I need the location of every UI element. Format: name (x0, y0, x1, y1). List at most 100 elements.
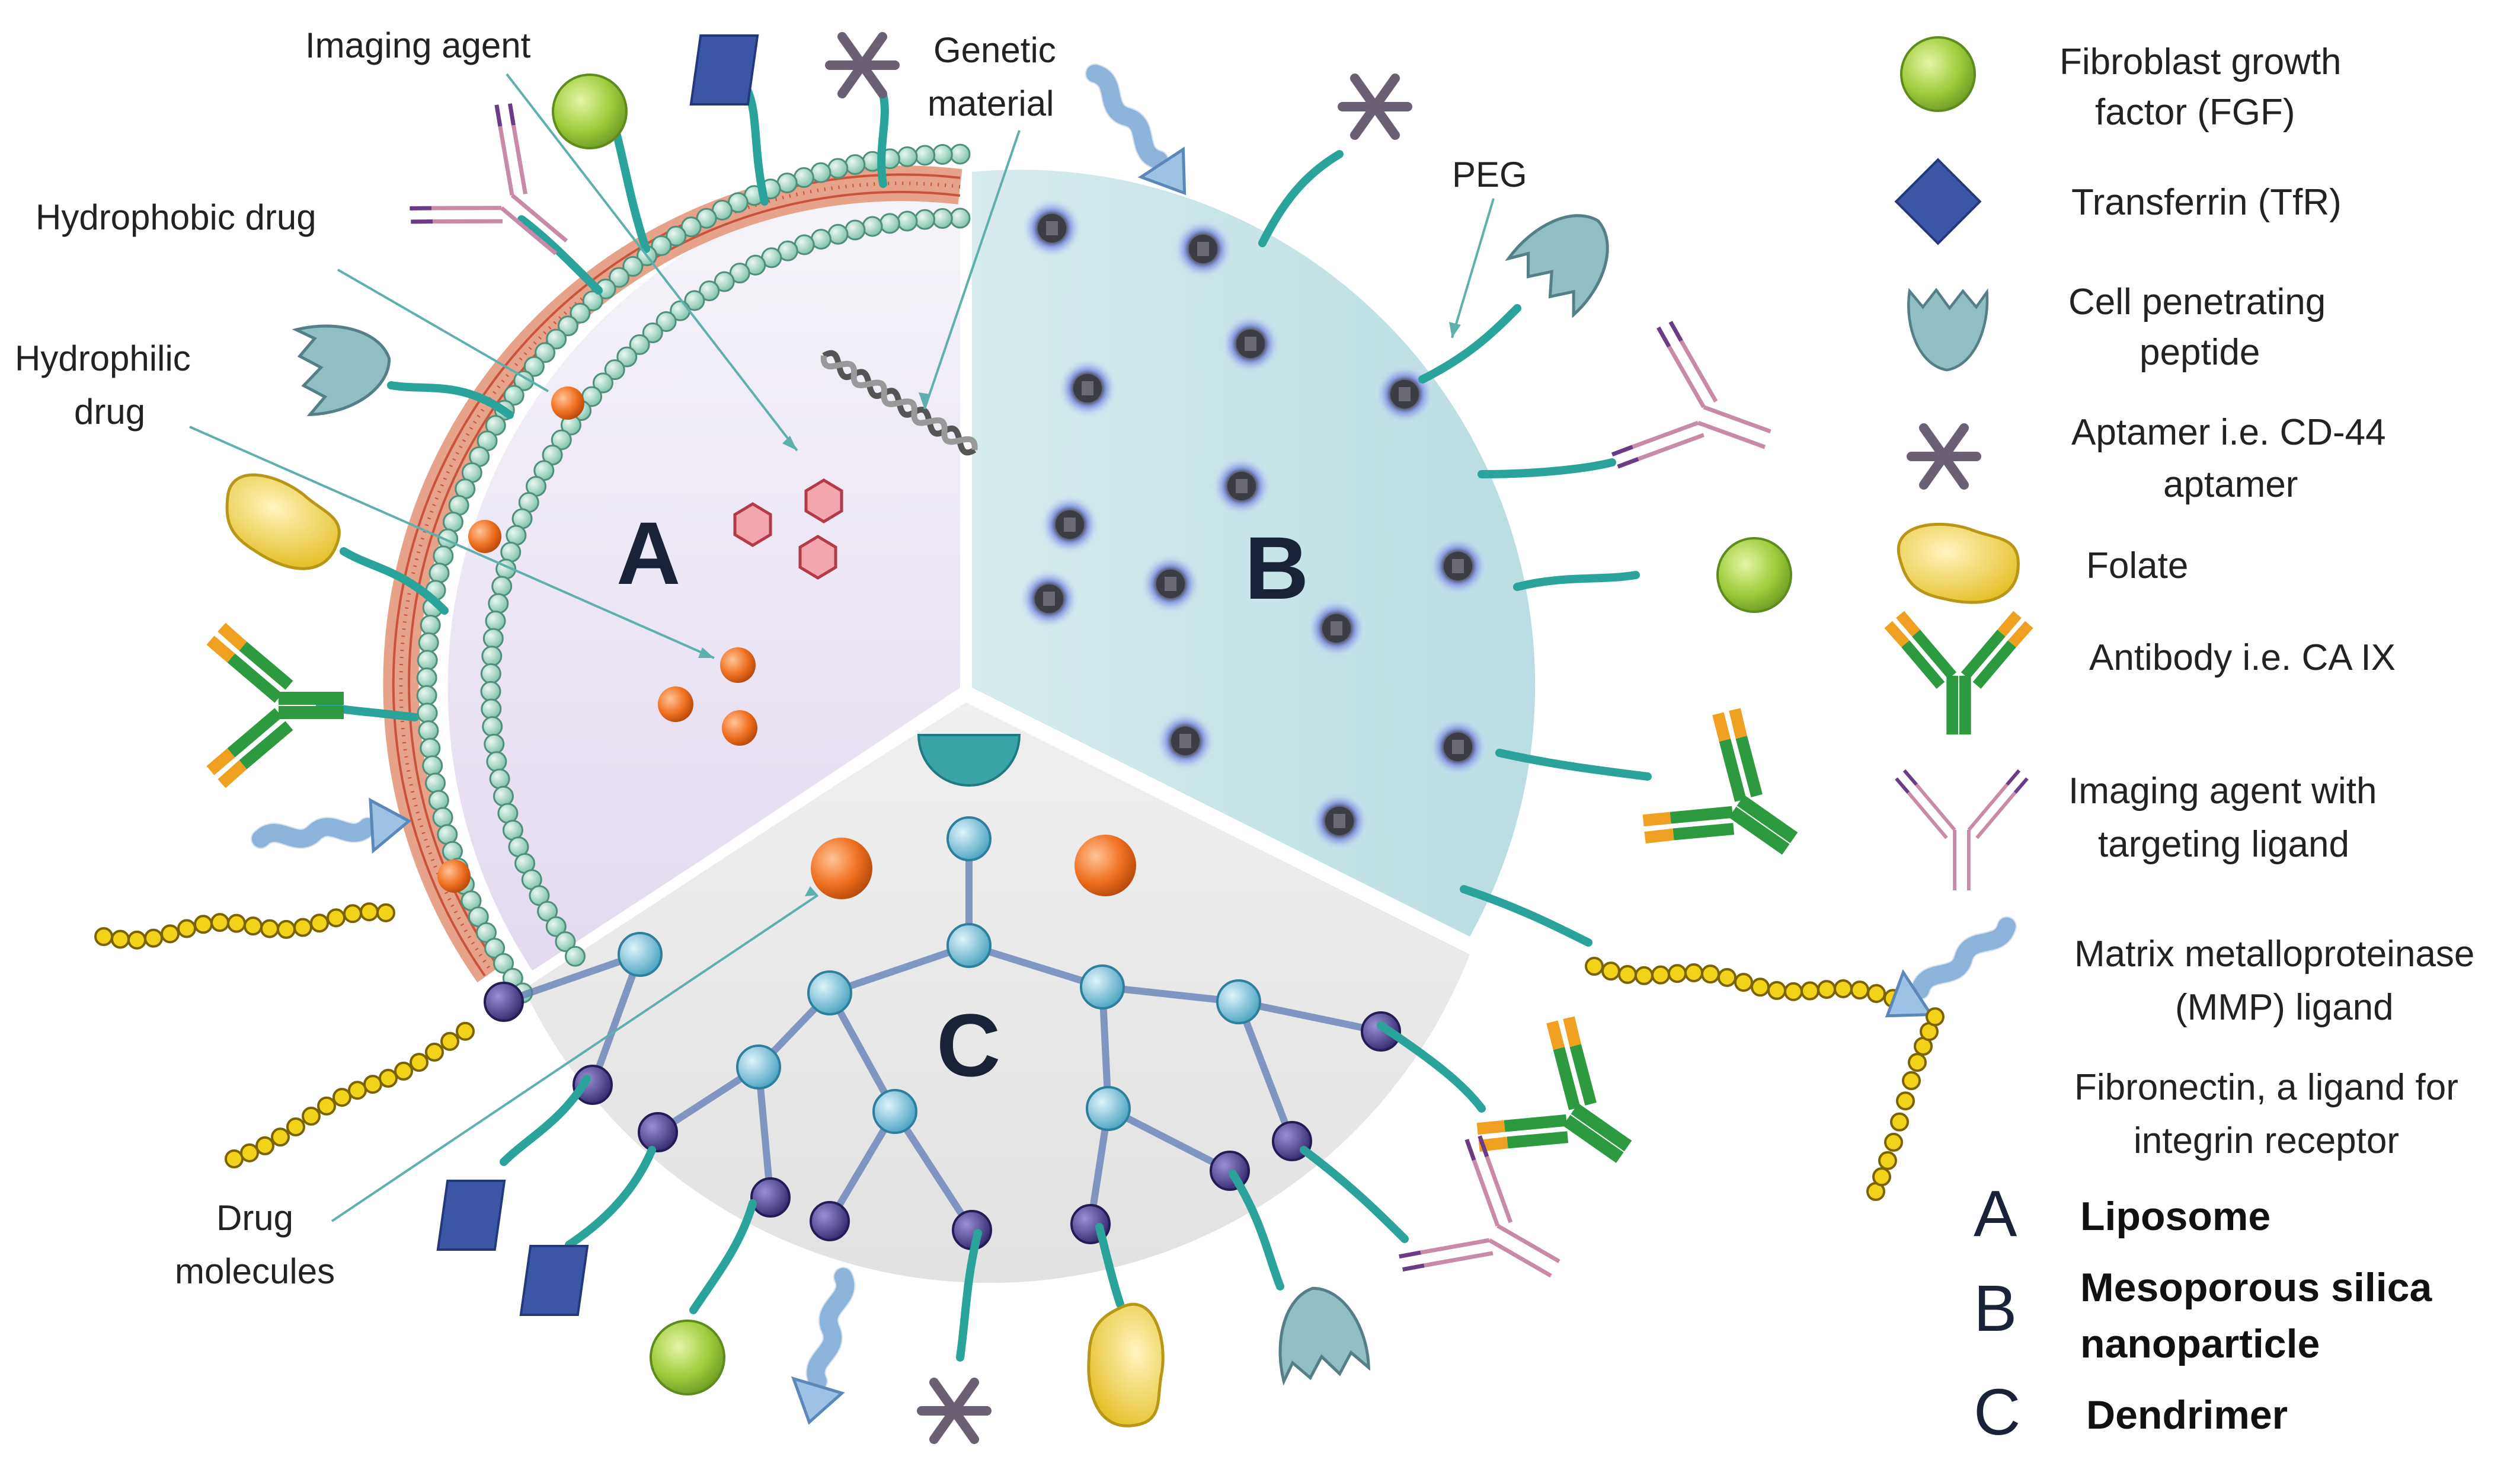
fgf-ligand-b (1716, 537, 1792, 613)
legend-transferrin-icon (1895, 158, 1981, 245)
legend-aptamer-1: Aptamer i.e. CD-44 (2071, 412, 2386, 453)
fibronectin-bead (177, 919, 196, 938)
silica-pore (1173, 219, 1233, 279)
legend-mmp-icon (1872, 916, 2026, 1034)
fibronectin-bead (1784, 982, 1803, 1001)
fibronectin-bead (293, 918, 312, 937)
lipid-head (570, 302, 591, 324)
legend-antibody: Antibody i.e. CA IX (2089, 637, 2396, 678)
legend-mmp-1: Matrix metalloproteinase (2074, 934, 2474, 975)
silica-pore (1019, 569, 1079, 628)
lipid-head (609, 267, 630, 288)
genetic-material-helix (820, 350, 978, 456)
dendrimer-branch-node (1086, 1086, 1131, 1131)
aptamer-ligand-c (922, 1382, 987, 1439)
imaging-ligand-c (1395, 1131, 1594, 1335)
silica-pore (1156, 711, 1215, 771)
silica-pore (1310, 791, 1369, 851)
fibronectin-bead (260, 919, 279, 938)
fibronectin-bead (1601, 962, 1620, 981)
lipid-head (537, 900, 558, 922)
dendrimer-end-group (810, 1201, 850, 1241)
fibronectin-bead (348, 1081, 367, 1100)
lipid-head (417, 702, 438, 724)
label-hydrophobic-drug: Hydrophobic drug (36, 197, 316, 237)
fibronectin-chains (94, 902, 1902, 1168)
silica-pore (1022, 199, 1082, 258)
folate-ligand-a (211, 465, 350, 580)
dendrimer-branch-node (946, 923, 992, 968)
lipid-head (655, 311, 677, 332)
fgf-ligand-c (650, 1320, 725, 1395)
fibronectin-bead (394, 1061, 413, 1081)
dendrimer-branch-node (618, 932, 663, 977)
lipid-head (488, 593, 509, 614)
fibronectin-bead (111, 929, 130, 949)
lipid-head (482, 628, 504, 649)
lipid-head (616, 346, 638, 368)
sector-label-b: B (1245, 518, 1309, 618)
fibronectin-bead (225, 1149, 244, 1168)
callout-arrowheads (698, 322, 1461, 896)
fgf-ligand-a (552, 74, 628, 149)
lipid-head (949, 143, 971, 165)
dendrimer-end-group (1361, 1011, 1401, 1052)
fibronectin-bead (360, 902, 379, 922)
lipid-head (417, 650, 438, 671)
aptamer-ligand-b (1342, 78, 1408, 135)
fibronectin-bead (376, 903, 395, 922)
lipid-head (480, 681, 501, 702)
fibronectin-bead (1872, 1167, 1891, 1187)
fibronectin-bead (240, 1143, 259, 1162)
silica-pore (1307, 599, 1366, 658)
fibronectin-bead (144, 928, 163, 948)
lipid-head (714, 271, 735, 292)
lipid-head (592, 372, 613, 394)
dendrimer-end-group (573, 1065, 613, 1105)
imaging-ligand-b (1609, 318, 1795, 512)
sector-dividers (519, 166, 1473, 989)
sector-a-liposome (447, 172, 960, 972)
fibronectin-bead (94, 927, 113, 946)
fibronectin-bead (1890, 1112, 1909, 1132)
legend-folate: Folate (2086, 545, 2188, 586)
legend-folate-icon (1898, 524, 2018, 602)
lipid-head (484, 733, 505, 755)
fibronectin-bead (1734, 973, 1753, 992)
legend-imaging-1: Imaging agent with (2068, 771, 2377, 812)
fibronectin-bead (210, 913, 229, 932)
dendrimer-branch-node (1080, 964, 1125, 1010)
lipid-head (523, 356, 545, 377)
lipid-head (486, 751, 507, 772)
fibronectin-bead (244, 916, 263, 936)
fibronectin-bead (1896, 1091, 1915, 1111)
sector-c-dendrimer (522, 702, 1470, 1283)
dendrimer-end-group (484, 982, 524, 1022)
label-hydrophilic-1: Hydrophilic (15, 338, 191, 378)
legend-imaging-icon (1897, 771, 2027, 890)
fibronectin-bead (410, 1053, 428, 1072)
fibronectin-bead (332, 1088, 351, 1107)
lipid-head (932, 143, 953, 165)
hydrophobic-drug-in-membrane (437, 386, 584, 893)
lipid-head (484, 937, 506, 959)
key-letter-a: A (1974, 1177, 2017, 1250)
fibronectin-bead (1585, 957, 1604, 976)
lipid-head (545, 916, 567, 937)
fibronectin-bead (1635, 966, 1654, 985)
lipid-head (629, 334, 650, 355)
fibronectin-bead (1718, 967, 1737, 987)
lipid-head (551, 429, 572, 451)
lipid-head (418, 632, 439, 653)
lipid-head (493, 785, 514, 807)
fibronectin-bead (255, 1136, 274, 1155)
fibronectin-bead (317, 1096, 336, 1116)
label-drug-2: molecules (175, 1251, 335, 1291)
lipid-head (535, 342, 556, 363)
fibronectin-bead (286, 1117, 305, 1137)
legend-antibody-icon (1888, 615, 2029, 735)
legend-aptamer-icon (1911, 428, 1977, 485)
fibronectin-bead (379, 1068, 398, 1088)
silica-pore (1141, 554, 1200, 614)
lipid-head (480, 663, 501, 684)
